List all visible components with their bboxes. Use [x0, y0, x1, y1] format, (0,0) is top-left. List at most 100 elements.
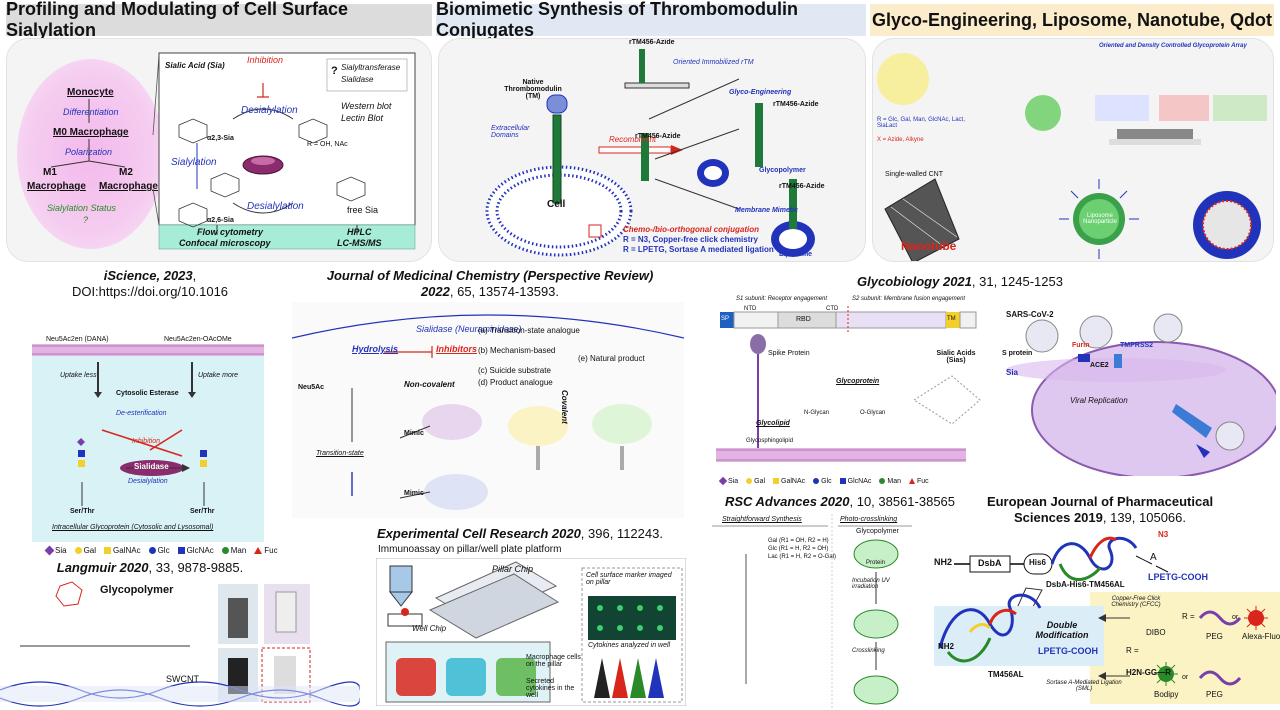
nanotube-label: Nanotube — [901, 239, 957, 253]
monocyte-label: Monocyte — [67, 87, 114, 98]
or-label-2: or — [1182, 674, 1189, 681]
desialylation-label-iscience: Desialylation — [128, 478, 168, 485]
chemo-line-1: Chemo-/bio-orthogonal conjugation — [623, 225, 759, 234]
ctd-label: CTD — [826, 306, 839, 312]
copper-free-label: Copper-Free Click Chemistry (CFCC) — [1111, 596, 1161, 608]
dsba-label: DsbA — [978, 558, 1002, 568]
macrophage-cells-label: Macrophage cells on the pillar — [526, 654, 581, 668]
legend-sia: Sia — [44, 545, 67, 555]
ejps-pages: , 139, 105066. — [1102, 510, 1187, 525]
swcnt-label: Single-walled CNT — [885, 171, 943, 178]
profiling-diagram — [50, 52, 416, 250]
header-biomimetic: Biomimetic Synthesis of Thrombomodulin C… — [436, 0, 866, 40]
alexa-label: Alexa-Fluor — [1242, 632, 1280, 641]
hydrolysis-label: Hydrolysis — [352, 344, 399, 354]
western-blot-label: Western blot — [341, 101, 392, 111]
incubation-label: Incubation UV irradiation — [852, 578, 890, 590]
photo-crosslinking-label: Photo-crosslinking — [840, 516, 898, 523]
iscience-legend: Sia Gal GalNAc Glc GlcNAc Man Fuc — [44, 544, 278, 556]
oriented-array-label: Oriented and Density Controlled Glycopro… — [1099, 43, 1247, 49]
free-sia-label: free Sia — [347, 205, 379, 215]
o-glycan-label: O-Glycan — [860, 410, 886, 416]
covalent-label: Covalent — [560, 390, 569, 424]
sialic-acid-label: Sialic Acid (Sia) — [165, 61, 225, 70]
r-label-1: R = — [1182, 612, 1195, 621]
liposome-label: Liposome — [779, 251, 813, 258]
nanomaterial-diagram — [877, 53, 1267, 261]
inhibition-label-iscience: Inhibition — [132, 438, 161, 445]
question-mark: ? — [331, 65, 338, 77]
extracellular-label: Extracellular Domains — [491, 125, 530, 139]
cell-label: Cell — [547, 199, 566, 210]
jmc-journal: Journal of Medicinal Chemistry (Perspect… — [326, 268, 654, 283]
gb-legend-galnac: GalNAc — [773, 478, 805, 485]
crosslinking-label: Crosslinking — [852, 648, 885, 654]
ecr-citation: Experimental Cell Research 2020, 396, 11… — [360, 526, 680, 542]
uptake-less-label: Uptake less — [60, 372, 97, 379]
lac-label-rsc: Lac (R1 = H, R2 = O-Gal) — [768, 554, 837, 560]
rtm-azide-right: rTM456-Azide — [773, 101, 819, 108]
sialidase-label-iscience: Sialidase — [134, 462, 169, 471]
legend-glc: Glc — [148, 546, 170, 555]
glycobiology-legend: Sia Gal GalNAc Glc GlcNAc Man Fuc — [718, 476, 960, 486]
liposome-np-label: Liposome Nanoparticle — [1083, 213, 1117, 225]
header-glyco-engineering: Glyco-Engineering, Liposome, Nanotube, Q… — [870, 4, 1274, 36]
noncovalent-label: Non-covalent — [404, 380, 455, 389]
his6-label: His6 — [1029, 558, 1046, 567]
sialic-acids-label: Sialic Acids (Sias) — [936, 350, 976, 364]
panel-profiling: Monocyte Differentiation M0 Macrophage P… — [6, 38, 432, 262]
ejps-citation: European Journal of Pharmaceutical Scien… — [960, 494, 1240, 526]
tm-label: TM — [947, 316, 956, 322]
double-modification-label: Double Modification — [1035, 620, 1089, 640]
iscience-doi: DOI:https://doi.org/10.1016 — [71, 284, 229, 299]
list-a-label: (a) Transition-state analogue — [478, 326, 580, 335]
gb-legend-man: Man — [879, 478, 901, 485]
tm456al-label: TM456AL — [988, 670, 1024, 679]
legend-gal: Gal — [74, 546, 96, 555]
panel-biomimetic: Native Thrombomodulin (TM) Extracellular… — [438, 38, 866, 262]
glycopolymer-label: Glycopolymer — [759, 167, 806, 174]
lcms-label: LC-MS/MS — [337, 238, 382, 248]
lectin-blot-label: Lectin Blot — [341, 113, 384, 123]
r-groups-label: R = Glc, Gal, Man, GlcNAc, Lact, SiaLact — [877, 117, 965, 129]
rsc-diagram: Straightforward Synthesis Photo-crosslin… — [712, 514, 912, 708]
sp-label: SP — [721, 316, 730, 322]
bodipy-label: Bodipy — [1154, 690, 1179, 699]
n-glycan-label: N-Glycan — [804, 410, 830, 416]
status-question: ? — [83, 215, 89, 225]
s2-subunit-label: S2 subunit: Membrane fusion engagement — [852, 296, 966, 302]
a26-sia-label: α2,6-Sia — [207, 217, 234, 224]
hplc-label: HPLC — [347, 227, 372, 237]
sialylation-status-label: Sialylation Status — [47, 203, 117, 213]
desialylation-bottom-label: Desialylation — [247, 201, 304, 212]
native-tm-label: Native Thrombomodulin (TM) — [504, 79, 562, 100]
intracellular-label: Intracellular Glycoprotein (Cytosolic an… — [52, 524, 214, 531]
rsc-journal: RSC Advances 2020 — [724, 494, 850, 509]
inhibition-label: Inhibition — [247, 55, 284, 65]
n3-label: N3 — [1158, 530, 1169, 539]
langmuir-journal: Langmuir 2020 — [56, 560, 149, 575]
protein-label-rsc: Protein — [866, 560, 886, 566]
neu5ac-label: Neu5Ac — [298, 384, 325, 391]
viral-replication-label: Viral Replication — [1070, 396, 1128, 405]
glycobiology-diagram: S1 subunit: Receptor engagement S2 subun… — [716, 292, 1276, 476]
jmc-pages: , 65, 13574-13593. — [449, 284, 560, 299]
tmprss2-label: TMPRSS2 — [1120, 342, 1154, 349]
langmuir-diagram: Glycopolymer SWCNT — [0, 578, 360, 708]
flow-cytometry-label: Flow cytometry — [197, 227, 264, 237]
rtm-azide-low: rTM456-Azide — [779, 183, 825, 190]
nh2-label-top: NH2 — [934, 557, 953, 567]
m2-macrophage-label: Macrophage — [99, 181, 158, 192]
ejps-diagram: NH2 DsbA His6 A N3 LPETG-COOH DsbA-His6-… — [930, 528, 1280, 708]
iscience-journal: iScience, 2023 — [103, 268, 193, 283]
gb-legend-glc: Glc — [813, 478, 832, 485]
rbd-label: RBD — [796, 316, 811, 323]
glycosphingolipid-label: Glycosphingolipid — [746, 438, 794, 444]
gb-legend-gal: Gal — [746, 478, 765, 485]
legend-man: Man — [221, 546, 246, 555]
nh2-gg-label: H2N-GG—R — [1126, 668, 1171, 677]
glyco-engineering-label: Glyco-Engineering — [729, 89, 792, 96]
lpetg-label-bottom: LPETG-COOH — [1038, 646, 1098, 656]
straightforward-label: Straightforward Synthesis — [722, 516, 802, 523]
rsc-pages: , 10, 38561-38565 — [849, 494, 956, 509]
